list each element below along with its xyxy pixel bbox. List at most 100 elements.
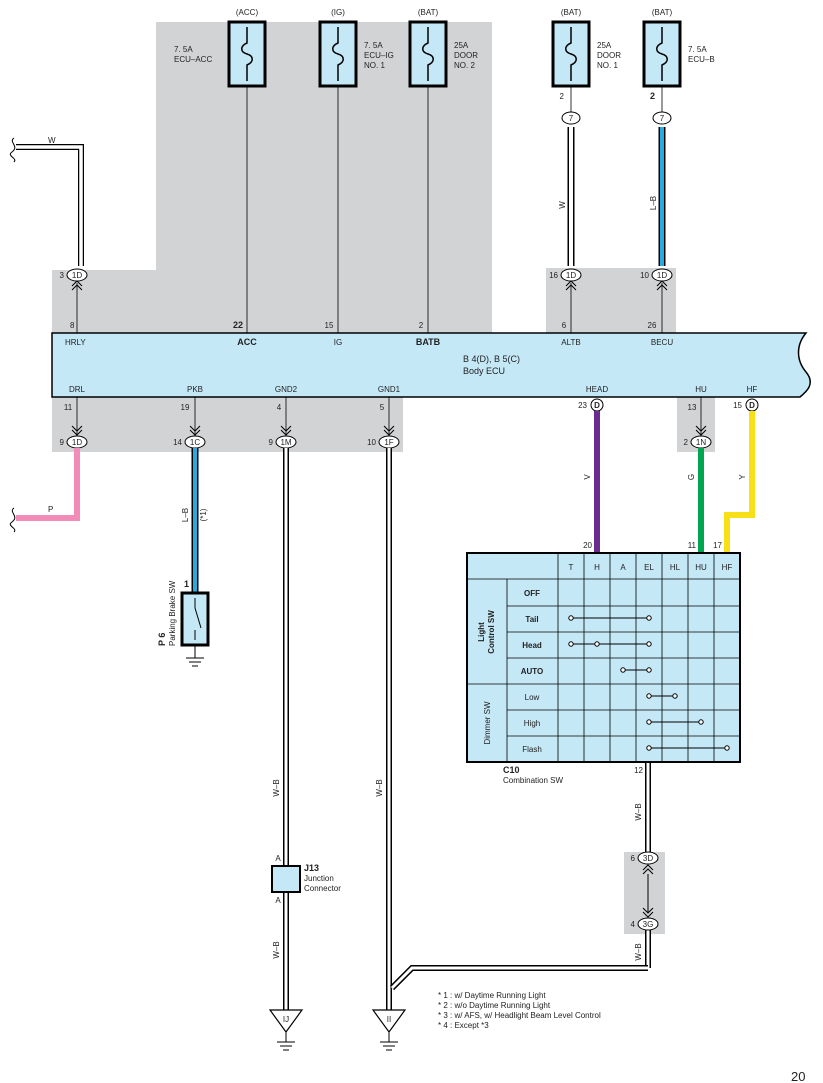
svg-text:1C: 1C xyxy=(190,438,200,447)
wire-label-wb-c10-b: W–B xyxy=(634,943,643,960)
svg-text:16: 16 xyxy=(549,271,558,280)
combo-id: C10 xyxy=(503,765,520,775)
svg-text:1D: 1D xyxy=(72,438,82,447)
connector-7-right: 7 xyxy=(652,111,672,125)
wire-label-wb-c10: W–B xyxy=(634,803,643,820)
note-1: * 1 : w/ Daytime Running Light xyxy=(438,991,546,1000)
wire-label-star1: (*1) xyxy=(199,508,208,521)
note-2: * 2 : w/o Daytime Running Light xyxy=(438,1001,551,1010)
svg-text:1F: 1F xyxy=(384,438,393,447)
combo-col-EL: EL xyxy=(644,563,654,572)
combo-row-flash: Flash xyxy=(522,745,542,754)
gray-bottom-left-region xyxy=(52,397,403,452)
ecu-pin-label: ALTB xyxy=(561,338,580,347)
svg-text:1D: 1D xyxy=(72,271,82,280)
ecu-pin-num: 19 xyxy=(181,403,190,412)
wire-label-y: Y xyxy=(738,474,747,480)
combo-contact xyxy=(620,667,626,673)
wire-label-w-top: W xyxy=(48,136,56,145)
combo-contact xyxy=(646,667,652,673)
svg-text:D: D xyxy=(749,401,755,410)
svg-text:Junction: Junction xyxy=(304,874,334,883)
combo-pin-hu: 11 xyxy=(688,541,697,550)
combo-col-HL: HL xyxy=(670,563,681,572)
combo-row-tail: Tail xyxy=(525,615,538,624)
connector-7-left: 7 xyxy=(561,111,581,125)
connector-1d-drl: 1D 9 xyxy=(60,435,88,449)
combo-group-light-b: Control SW xyxy=(487,610,496,654)
combo-contact xyxy=(646,719,652,725)
parking-brake-switch: 1 P 6 Parking Brake SW xyxy=(157,579,210,667)
combo-col-T: T xyxy=(569,563,574,572)
ground-ii: II xyxy=(371,1009,407,1051)
svg-text:3G: 3G xyxy=(643,920,654,929)
fuse-source: (BAT) xyxy=(418,8,439,17)
fuse-source: (BAT) xyxy=(652,8,673,17)
svg-text:D: D xyxy=(594,401,600,410)
wire-label-lb-pkb: L–B xyxy=(181,508,190,522)
fuse-rating: 25A xyxy=(454,41,469,50)
fuse-source: (BAT) xyxy=(561,8,582,17)
svg-text:1D: 1D xyxy=(657,271,667,280)
svg-text:2: 2 xyxy=(684,438,689,447)
ground-ij: IJ xyxy=(268,1009,304,1051)
fuse-ecub: (BAT) 7. 5A ECU–B 2 xyxy=(642,8,715,101)
ecu-pin-label: HU xyxy=(695,385,707,394)
combo-contact xyxy=(698,719,704,725)
svg-text:3: 3 xyxy=(60,271,65,280)
combo-group-light-a: Light xyxy=(477,622,486,642)
svg-text:9: 9 xyxy=(60,438,65,447)
ecu-pin-num: 15 xyxy=(325,321,334,330)
combo-pin-out: 12 xyxy=(634,766,643,775)
ecu-pin-label: BATB xyxy=(416,337,441,347)
wire-break-left-bottom xyxy=(9,507,16,533)
footnotes: * 1 : w/ Daytime Running Light * 2 : w/o… xyxy=(438,991,601,1030)
fuse-symbol xyxy=(241,27,253,81)
note-3: * 3 : w/ AFS, w/ Headlight Beam Level Co… xyxy=(438,1011,601,1020)
combo-col-HU: HU xyxy=(695,563,707,572)
wire-break-left-top xyxy=(9,137,16,163)
ecu-pin-label: PKB xyxy=(187,385,203,394)
top-wires xyxy=(9,86,666,333)
fuse-rating: 25A xyxy=(597,41,612,50)
combo-row-off: OFF xyxy=(524,589,540,598)
svg-text:1M: 1M xyxy=(280,438,291,447)
fuse-door1: (BAT) 25A DOOR NO. 1 2 xyxy=(551,8,621,101)
fuse-symbol xyxy=(332,27,344,81)
ecu-pin-label: BECU xyxy=(651,338,673,347)
ecu-pin-num: 13 xyxy=(688,403,697,412)
fuse-source: (ACC) xyxy=(236,8,259,17)
combo-grid xyxy=(467,553,740,762)
ecu-pin-label: HRLY xyxy=(65,338,86,347)
wire-label-lb-becu: L–B xyxy=(649,196,658,210)
connector-1c-pkb: 1C 14 xyxy=(173,435,206,449)
ecu-pin-label: DRL xyxy=(69,385,86,394)
wire-w-outer xyxy=(16,144,84,266)
fuse-name: ECU–IG xyxy=(364,51,394,60)
svg-text:Connector: Connector xyxy=(304,884,341,893)
combo-row-low: Low xyxy=(525,693,540,702)
pkb-id: P 6 xyxy=(157,633,167,646)
combination-switch-c10: T H A EL HL HU HF OFF Tail Head AUTO Low… xyxy=(466,541,741,785)
combo-col-A: A xyxy=(620,563,626,572)
connector-1f-gnd1: 1F 10 xyxy=(367,435,400,449)
gray-hrly-region xyxy=(52,270,162,338)
svg-text:10: 10 xyxy=(367,438,376,447)
combo-label: Combination SW xyxy=(503,776,563,785)
combo-contact xyxy=(568,641,574,647)
bottom-wires xyxy=(9,411,755,1010)
svg-text:4: 4 xyxy=(631,920,636,929)
fuse-name: ECU–ACC xyxy=(174,55,212,64)
combo-contact xyxy=(646,693,652,699)
connector-3g: 3G 4 xyxy=(631,907,659,931)
note-4: * 4 : Except *3 xyxy=(438,1021,489,1030)
wire-p xyxy=(16,448,80,521)
connector-1n-hu: 1N 2 xyxy=(684,435,712,449)
ecu-pin-label: GND2 xyxy=(275,385,298,394)
ecu-pin-label: ACC xyxy=(237,337,257,347)
ecu-title: B 4(D), B 5(C) xyxy=(463,354,520,364)
svg-text:1N: 1N xyxy=(696,438,706,447)
fuse-pin: 2 xyxy=(560,92,565,101)
combo-box xyxy=(466,552,741,763)
